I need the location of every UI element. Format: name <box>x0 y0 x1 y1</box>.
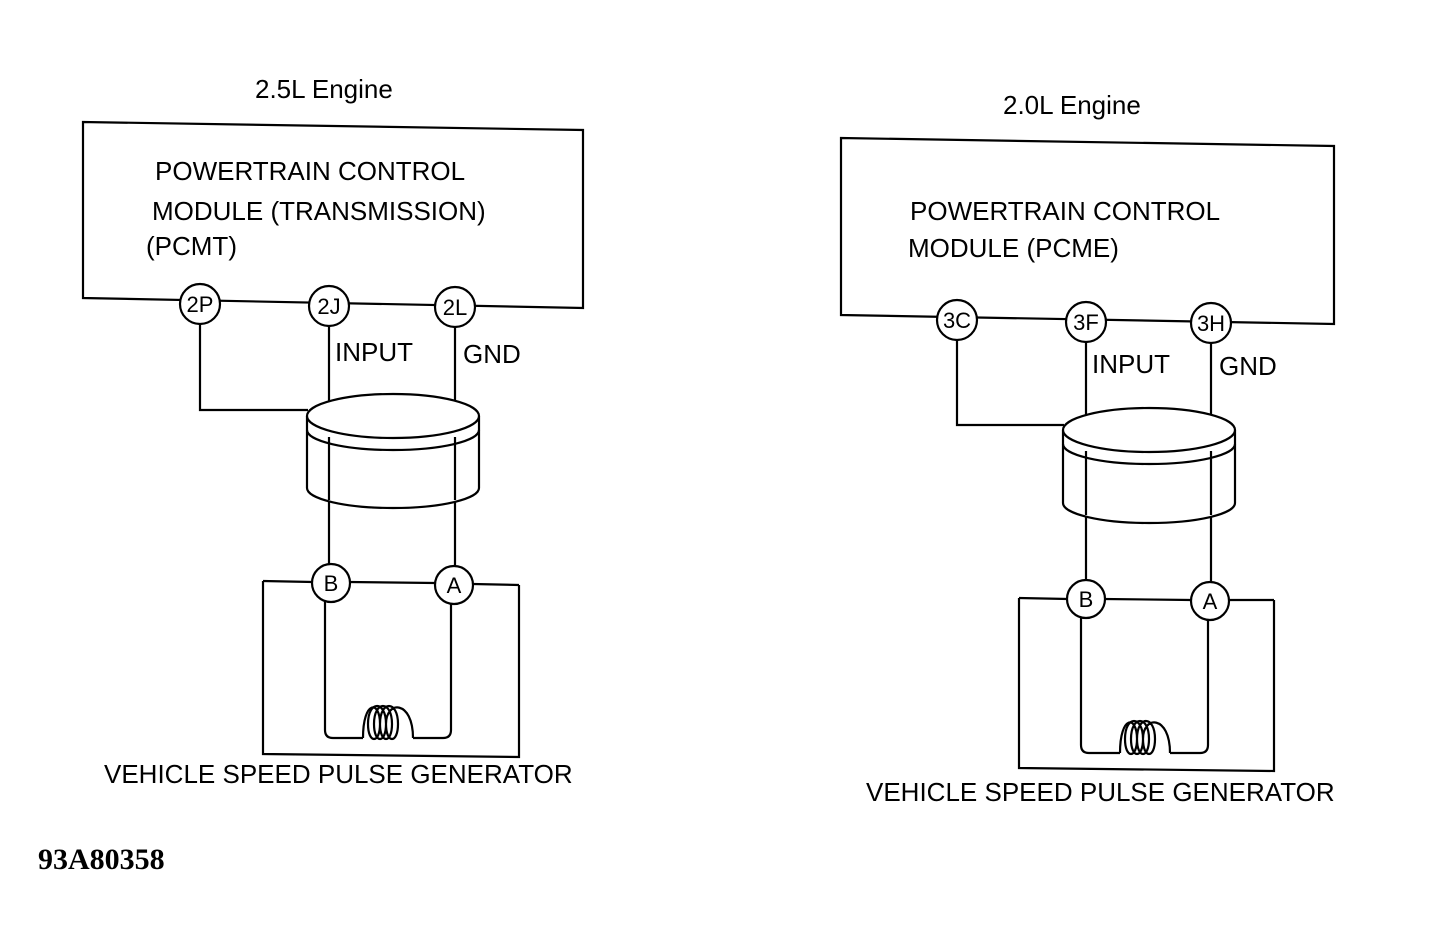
right-pin-3f-label: 3F <box>1073 310 1099 335</box>
left-shielded-cable <box>305 392 481 510</box>
left-pin-2l-label: 2L <box>443 295 467 320</box>
right-circuit-2-0l: 2.0L Engine POWERTRAIN CONTROL MODULE (P… <box>839 90 1336 807</box>
right-shield-drain-wire <box>955 338 1064 427</box>
left-gen-pin-a-label: A <box>447 573 462 598</box>
right-module-line-1: POWERTRAIN CONTROL <box>910 196 1220 226</box>
right-pin-3c <box>935 298 979 342</box>
left-module-line-1: POWERTRAIN CONTROL <box>155 156 465 186</box>
right-shielded-cable <box>1061 406 1237 525</box>
figure-code: 93A80358 <box>38 843 165 876</box>
right-engine-title: 2.0L Engine <box>1003 90 1141 120</box>
left-engine-title: 2.5L Engine <box>255 74 393 104</box>
right-gen-pin-b <box>1065 578 1107 620</box>
right-gnd-label: GND <box>1219 351 1277 381</box>
left-gen-pin-a <box>433 564 475 606</box>
left-coil-leads <box>323 600 453 740</box>
right-coil-leads <box>1079 616 1210 755</box>
right-pin-3h <box>1189 301 1233 345</box>
left-gen-pin-b-label: B <box>324 571 339 596</box>
right-pcm-box <box>839 136 1336 326</box>
right-pin-3c-label: 3C <box>943 308 971 333</box>
right-input-label: INPUT <box>1092 349 1170 379</box>
left-pin-2j <box>307 284 351 328</box>
right-gen-pin-b-label: B <box>1079 587 1094 612</box>
left-shield-drain-wire <box>198 322 308 412</box>
right-pin-3h-label: 3H <box>1197 311 1225 336</box>
left-input-label: INPUT <box>335 337 413 367</box>
left-pin-2j-label: 2J <box>317 294 340 319</box>
left-pin-2p-label: 2P <box>187 292 214 317</box>
right-generator-label: VEHICLE SPEED PULSE GENERATOR <box>866 777 1335 807</box>
left-circuit-2-5l: 2.5L Engine POWERTRAIN CONTROL MODULE (T… <box>81 74 585 789</box>
left-pin-2l <box>433 285 477 329</box>
right-pin-3f <box>1064 300 1108 344</box>
left-gnd-label: GND <box>463 339 521 369</box>
left-generator-box <box>261 581 521 759</box>
left-coil-icon <box>361 705 415 741</box>
left-pin-2p <box>178 282 222 326</box>
left-gen-pin-b <box>310 562 352 604</box>
left-module-line-2: MODULE (TRANSMISSION) <box>152 196 486 226</box>
right-generator-box <box>1017 598 1276 773</box>
right-coil-icon <box>1118 720 1172 756</box>
left-module-line-3: (PCMT) <box>146 231 237 261</box>
left-pcm-box <box>81 120 585 310</box>
right-gen-pin-a <box>1189 580 1231 622</box>
left-generator-label: VEHICLE SPEED PULSE GENERATOR <box>104 759 573 789</box>
right-module-line-2: MODULE (PCME) <box>908 233 1119 263</box>
right-gen-pin-a-label: A <box>1203 589 1218 614</box>
